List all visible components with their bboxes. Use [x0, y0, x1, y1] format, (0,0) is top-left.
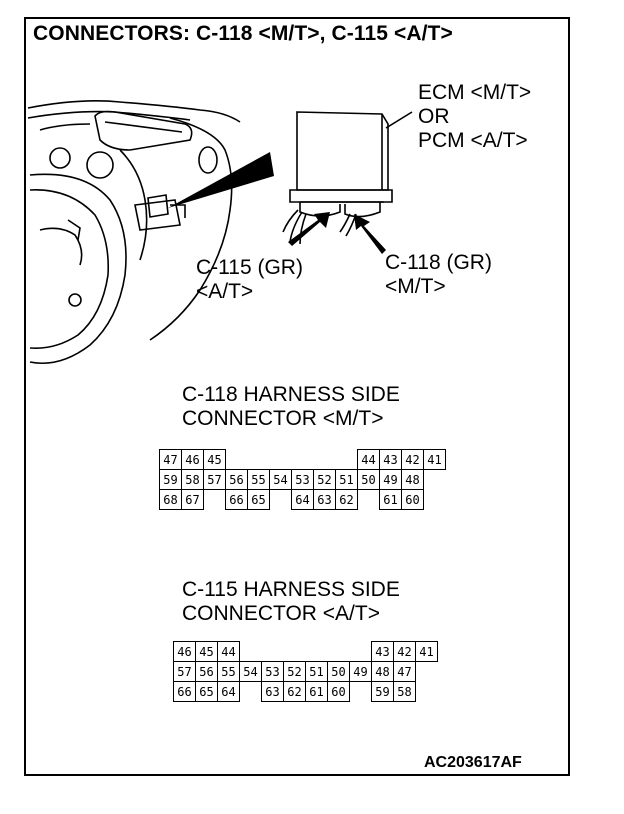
c115-pin: 61	[305, 681, 328, 702]
c115-pin: 66	[173, 681, 196, 702]
diagram-frame	[24, 17, 570, 776]
c115-pin: 60	[327, 681, 350, 702]
c118-arrow	[354, 214, 386, 254]
c118-callout-line1: C-118 (GR)	[385, 251, 492, 274]
c115-pin: 62	[283, 681, 306, 702]
c118-pin: 41	[423, 449, 446, 470]
c118-pin: 68	[159, 489, 182, 510]
c118-pin: 53	[291, 469, 314, 490]
ecm-label-line2: OR	[418, 105, 450, 128]
c115-pin: 46	[173, 641, 196, 662]
c115-callout-line2: <A/T>	[196, 280, 254, 303]
location-pointer	[168, 152, 274, 208]
reference-code: AC203617AF	[424, 754, 522, 771]
c115-pin: 55	[217, 661, 240, 682]
c118-pin: 45	[203, 449, 226, 470]
c115-callout-line1: C-115 (GR)	[196, 256, 303, 279]
c118-pin: 47	[159, 449, 182, 470]
steering-wheel	[29, 173, 127, 365]
c118-heading-line1: C-118 HARNESS SIDE	[182, 383, 400, 406]
c115-heading-line1: C-115 HARNESS SIDE	[182, 578, 400, 601]
c118-callout-line2: <M/T>	[385, 275, 446, 298]
c115-pin: 50	[327, 661, 350, 682]
c118-pin: 58	[181, 469, 204, 490]
c118-pin: 51	[335, 469, 358, 490]
c115-pin: 49	[349, 661, 372, 682]
c118-pin: 42	[401, 449, 424, 470]
ecm-label-line3: PCM <A/T>	[418, 129, 528, 152]
c115-pin: 52	[283, 661, 306, 682]
c118-pin: 64	[291, 489, 314, 510]
dial-center	[86, 151, 114, 179]
c118-pin: 44	[357, 449, 380, 470]
c118-pin: 65	[247, 489, 270, 510]
c115-pin: 44	[217, 641, 240, 662]
dial-right	[198, 146, 218, 174]
wire-harness	[282, 209, 307, 245]
vent	[94, 110, 193, 151]
c115-pin: 41	[415, 641, 438, 662]
c115-pin: 64	[217, 681, 240, 702]
c118-pin: 54	[269, 469, 292, 490]
c115-pin: 42	[393, 641, 416, 662]
c118-pin: 59	[159, 469, 182, 490]
bracket	[134, 199, 181, 231]
dashboard-edge	[27, 100, 241, 123]
dial-left	[49, 147, 71, 169]
c115-connector-face: 46 45 44 43 42 41 57 56 55 54 53 52 51 5…	[173, 641, 438, 702]
c118-pin: 55	[247, 469, 270, 490]
page-title: CONNECTORS: C-118 <M/T>, C-115 <A/T>	[33, 22, 453, 45]
c118-connector-face: 47 46 45 44 43 42 41 59 58 57 56 55 54 5…	[159, 449, 446, 510]
c118-pin: 46	[181, 449, 204, 470]
c115-pin: 48	[371, 661, 394, 682]
c115-pin: 57	[173, 661, 196, 682]
c118-pin: 56	[225, 469, 248, 490]
c118-pin: 62	[335, 489, 358, 510]
c118-pin: 52	[313, 469, 336, 490]
c118-pin: 61	[379, 489, 402, 510]
c118-pin: 50	[357, 469, 380, 490]
c118-pin: 43	[379, 449, 402, 470]
c118-pin: 57	[203, 469, 226, 490]
c118-pin: 60	[401, 489, 424, 510]
console	[149, 117, 233, 341]
ecm-label-line1: ECM <M/T>	[418, 81, 532, 104]
c115-pin: 45	[195, 641, 218, 662]
c115-pin: 53	[261, 661, 284, 682]
c118-pin: 67	[181, 489, 204, 510]
c115-pin: 65	[195, 681, 218, 702]
c115-pin: 54	[239, 661, 262, 682]
c115-pin: 63	[261, 681, 284, 702]
c118-pin: 49	[379, 469, 402, 490]
ecm-unit	[296, 111, 389, 191]
c118-heading-line2: CONNECTOR <M/T>	[182, 407, 384, 430]
c118-pin: 48	[401, 469, 424, 490]
c115-arrow	[288, 212, 330, 246]
c115-pin: 56	[195, 661, 218, 682]
c115-pin: 58	[393, 681, 416, 702]
c118-pin: 66	[225, 489, 248, 510]
c115-pin: 47	[393, 661, 416, 682]
c115-heading-line2: CONNECTOR <A/T>	[182, 602, 380, 625]
c118-pin: 63	[313, 489, 336, 510]
c115-pin: 59	[371, 681, 394, 702]
c115-pin: 51	[305, 661, 328, 682]
c115-pin: 43	[371, 641, 394, 662]
